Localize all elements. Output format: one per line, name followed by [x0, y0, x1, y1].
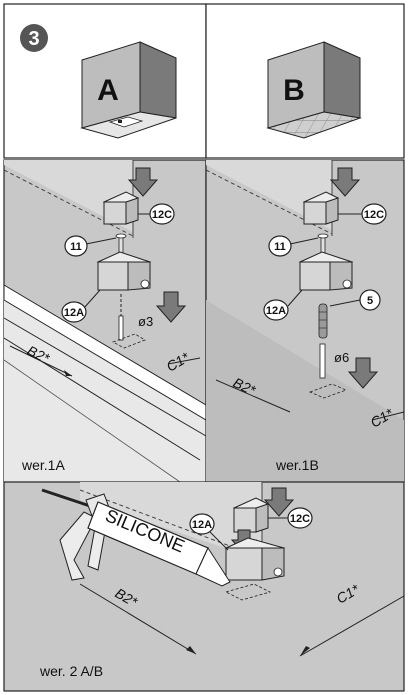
diameter-6-label: ø6: [334, 350, 349, 365]
svg-text:12A: 12A: [64, 307, 84, 319]
panel-2ab: SILICONE 12C 12A B2* C1* wer. 2 A/B: [3, 481, 405, 692]
drill-bit-1b: [308, 343, 348, 399]
top-row: 3 A B: [3, 3, 405, 159]
screw-11: [115, 233, 127, 267]
bubble-12c-2ab: 12C: [268, 507, 313, 529]
bubble-12a-1b: 12A: [263, 289, 303, 321]
step-number: 3: [28, 28, 39, 50]
panel-1b: 12C 11 12A 5 ø6 B2* C1* wer.1B: [205, 159, 405, 483]
bubble-11-1a: 11: [64, 235, 117, 257]
room-corner-a: A: [80, 41, 177, 139]
arrow-down-icon-5: [263, 487, 295, 517]
svg-text:12C: 12C: [290, 513, 310, 525]
arrow-down-icon: [127, 167, 159, 197]
bubble-5-1b: 5: [329, 289, 381, 311]
svg-text:12A: 12A: [266, 305, 286, 317]
arrow-down-icon-4: [347, 357, 379, 389]
step-badge: 3: [20, 24, 48, 52]
svg-text:12C: 12C: [364, 209, 384, 221]
clamp-12a: [96, 251, 152, 291]
arrow-down-icon-3: [329, 167, 361, 197]
bubble-11-1b: 11: [268, 235, 319, 257]
tiled-floor: [266, 111, 362, 139]
room-corner-b: B: [266, 41, 362, 139]
svg-text:12A: 12A: [192, 519, 212, 531]
clamp-12a-1b: [298, 251, 354, 291]
clamp-12c-2ab: [232, 497, 270, 533]
option-a-label: A: [97, 74, 119, 107]
variant-2ab-label: wer. 2 A/B: [39, 663, 103, 679]
variant-1b-label: wer.1B: [275, 457, 319, 473]
wall-plug-5: [318, 303, 328, 339]
bubble-12c-1a: 12C: [138, 203, 175, 225]
svg-text:5: 5: [367, 295, 373, 307]
drill-bit: [112, 294, 146, 349]
shower-tray: [108, 116, 144, 128]
silicone-gun: SILICONE: [41, 488, 231, 587]
svg-text:11: 11: [70, 241, 82, 253]
dim-line-b2: [9, 345, 73, 377]
option-b-label: B: [283, 74, 305, 107]
arrow-down-icon-2: [155, 291, 187, 323]
clamp-12c: [102, 191, 140, 225]
clamp-12a-2ab: [224, 537, 286, 581]
bubble-12a-2ab: 12A: [189, 513, 229, 551]
bubble-12a-1a: 12A: [61, 289, 101, 323]
variant-1a-label: wer.1A: [21, 457, 65, 473]
clamp-12c-1b: [302, 191, 340, 225]
svg-text:11: 11: [274, 241, 286, 253]
panel-1a: 12C 11 12A ø3 B2* C1* wer.1A: [3, 159, 207, 483]
bubble-12c-1b: 12C: [338, 203, 387, 225]
silicone-spot: [224, 583, 272, 601]
svg-text:12C: 12C: [152, 209, 172, 221]
diameter-3-label: ø3: [138, 314, 153, 329]
gun-handle: [59, 511, 97, 581]
